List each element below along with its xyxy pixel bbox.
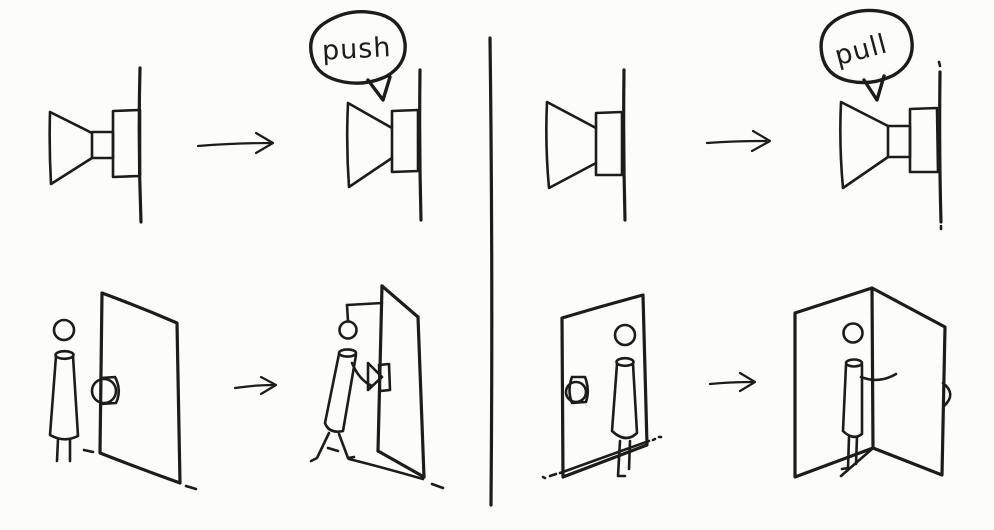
door-frame-jamb (345, 303, 350, 323)
wall-line (418, 68, 423, 222)
person-behind-door-scene (541, 293, 663, 480)
figure-head (338, 320, 358, 340)
wall-line (622, 68, 627, 222)
handle-cone (839, 100, 890, 190)
figure-arm (859, 372, 898, 382)
ground-dash (548, 472, 558, 478)
push-speech-bubble: push (309, 10, 407, 102)
right-panel: pull (541, 8, 952, 480)
figure-body (610, 362, 639, 440)
panel-divider (488, 36, 494, 507)
figure-body (48, 354, 80, 441)
arrow-right-icon (705, 129, 772, 153)
handle-with-neck-icon (839, 60, 943, 231)
ground-line (347, 457, 425, 481)
closed-door (560, 293, 649, 479)
door-bottom-edge (376, 449, 426, 479)
left-panel: push (48, 10, 445, 491)
ground-line (558, 439, 651, 475)
figure-shoulders (615, 356, 635, 368)
handle-neck (90, 130, 115, 160)
figure-head (842, 322, 864, 344)
door-knob-icon (941, 381, 952, 408)
knob-plate (377, 362, 392, 393)
pull-label: pull (831, 28, 890, 72)
figure-leg (309, 431, 331, 463)
handle-cone (345, 101, 394, 189)
ground-dash (82, 448, 95, 454)
door-top-edge (380, 284, 420, 319)
door-knob-icon (90, 377, 118, 405)
mount-plate (111, 108, 142, 179)
handle-neck (886, 124, 912, 159)
ground-line (839, 447, 874, 478)
ground-dash (326, 446, 340, 453)
figure-leg (854, 435, 859, 466)
figure-leg (840, 435, 851, 471)
handle-with-neck-icon (48, 66, 143, 224)
ground-dash (430, 482, 445, 490)
flush-handle-icon (345, 68, 423, 222)
mount-plate (390, 108, 420, 174)
mount-plate (594, 110, 624, 177)
figure-arm (350, 361, 374, 388)
person-at-door-scene (48, 291, 198, 491)
ground-dot (651, 437, 657, 442)
flush-handle-icon (545, 68, 627, 222)
door-panel (98, 291, 182, 485)
handle-cone-icon (366, 361, 384, 392)
stick-figure-pushing (309, 320, 374, 463)
pull-speech-bubble: pull (819, 8, 914, 102)
knob-plate (99, 375, 121, 406)
mount-plate (908, 106, 940, 174)
figure-leg (616, 439, 627, 478)
figure-shoulders (844, 358, 864, 368)
ground-dash (184, 484, 198, 491)
open-door (366, 284, 426, 479)
handle-cone (48, 110, 94, 186)
ground-dot (541, 475, 547, 480)
door-hinge-edge (416, 315, 426, 479)
wall-line (938, 70, 943, 224)
person-pulling-door-scene (793, 286, 952, 479)
push-label: push (321, 32, 392, 67)
door-right-leaf (870, 286, 947, 477)
door-panel (560, 293, 649, 479)
figure-head (52, 318, 76, 342)
figure-leg (55, 437, 60, 463)
arrow-right-icon (233, 375, 278, 396)
figure-head (613, 323, 637, 347)
wall-dash (937, 60, 942, 68)
figure-leg (627, 439, 632, 471)
arrow-right-icon (196, 131, 275, 155)
stick-figure (48, 318, 80, 463)
figure-leg (337, 432, 356, 460)
person-pushing-door-scene (309, 284, 445, 490)
arrow-right-icon (708, 371, 757, 393)
figure-shoulders (54, 349, 75, 361)
figure-body (323, 352, 358, 433)
stick-figure-pulling (840, 322, 898, 471)
open-door (793, 286, 952, 479)
figure-body (841, 363, 864, 439)
door-knob-icon (564, 380, 588, 404)
closed-door (90, 291, 182, 485)
figure-shoulders (337, 348, 358, 358)
handle-cone (545, 100, 598, 190)
door-frame-lintel (345, 301, 384, 307)
